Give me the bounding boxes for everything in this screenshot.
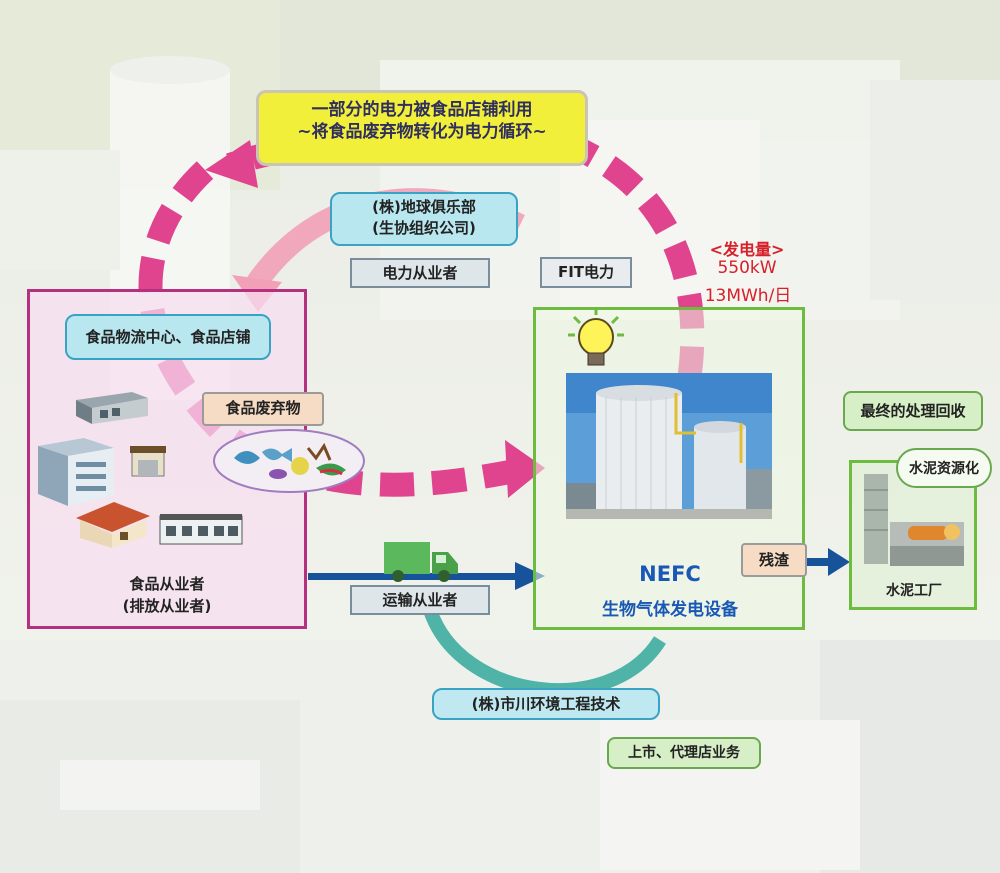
final-treatment-label: 最终的处理回收 — [843, 391, 983, 431]
food-logistics-label: 食品物流中心、食品店铺 — [65, 314, 271, 360]
lightbulb-icon — [568, 307, 624, 366]
generation-power: 550kW — [717, 258, 777, 278]
convenience-store-icon — [130, 446, 166, 477]
cycle-title-line2: ~将食品废弃物转化为电力循环~ — [297, 122, 547, 142]
cement-resource-label: 水泥资源化 — [896, 448, 992, 488]
food-operator-line1: 食品从业者 — [129, 575, 205, 593]
cement-factory-label: 水泥工厂 — [886, 583, 942, 599]
truck-icon — [384, 542, 458, 582]
distribution-center-icon — [76, 392, 148, 424]
office-building-icon — [38, 438, 114, 506]
biogas-plant-photo — [566, 373, 772, 519]
residue-label: 残渣 — [741, 543, 807, 577]
generation-daily: 13MWh/日 — [704, 286, 792, 306]
food-operator-line2: (排放从业者) — [122, 597, 212, 615]
power-company-box: (株)地球俱乐部 (生协组织公司) — [330, 192, 518, 246]
food-waste-label: 食品废弃物 — [202, 392, 324, 426]
listing-label: 上市、代理店业务 — [607, 737, 761, 769]
transport-operator-label: 运输从业者 — [350, 585, 490, 615]
nefc-subtitle: 生物气体发电设备 — [602, 600, 738, 620]
power-company-line2: (生协组织公司) — [372, 219, 476, 237]
waste-flow-arrowhead — [505, 440, 545, 498]
power-operator-label: 电力从业者 — [350, 258, 490, 288]
house-icon — [76, 502, 150, 548]
cycle-title: 一部分的电力被食品店铺利用 ~将食品废弃物转化为电力循环~ — [256, 90, 588, 166]
warehouse-icon — [159, 514, 243, 545]
cycle-title-line1: 一部分的电力被食品店铺利用 — [311, 100, 533, 120]
cycle-loop-arrowhead-top — [205, 140, 258, 188]
transport-arrowhead — [515, 562, 545, 590]
power-company-line1: (株)地球俱乐部 — [372, 198, 476, 216]
transport-arrow-shaft — [308, 573, 518, 580]
nefc-name: NEFC — [639, 562, 701, 586]
residue-arrowhead — [828, 548, 850, 576]
food-waste-icon — [213, 429, 365, 493]
cement-factory-icon — [864, 474, 964, 566]
fit-power-label: FIT电力 — [540, 257, 632, 288]
ichikawa-label: (株)市川环境工程技术 — [432, 688, 660, 720]
residue-arrow-shaft — [806, 558, 832, 566]
generation-heading: <发电量> — [709, 240, 785, 259]
